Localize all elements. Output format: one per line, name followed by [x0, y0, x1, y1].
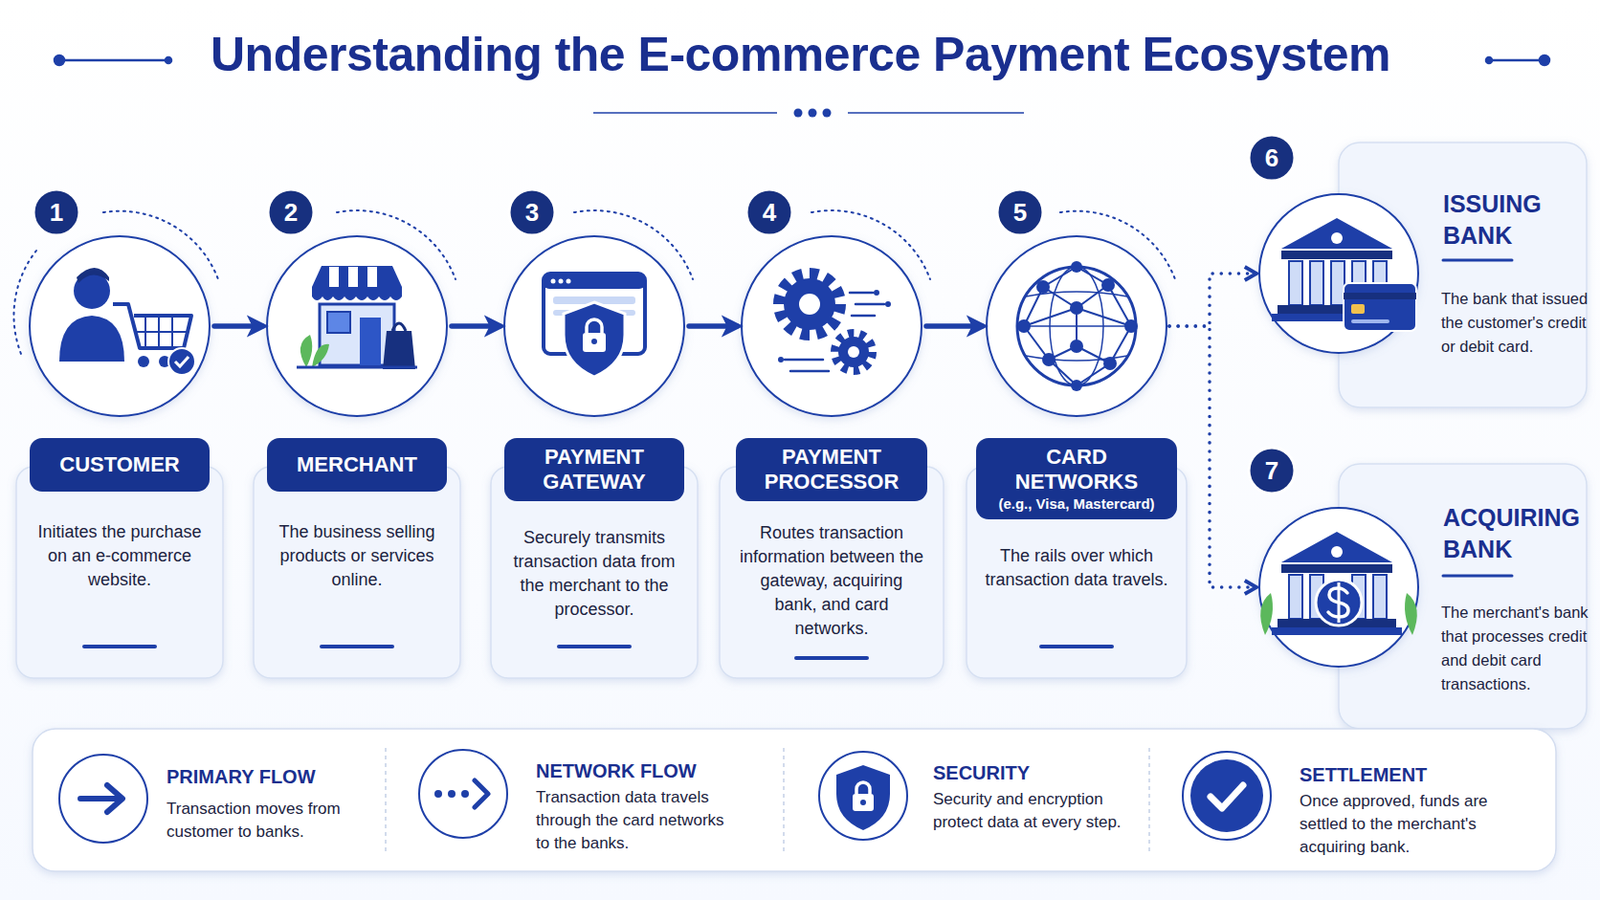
- legend-heading: SETTLEMENT: [1299, 764, 1427, 787]
- step-heading: PAYMENT PROCESSOR: [743, 444, 920, 495]
- bank-icon: [1271, 218, 1417, 332]
- step-description: Routes transaction information between t…: [726, 521, 937, 642]
- step-heading: MERCHANT: [296, 452, 418, 478]
- callout-number: 1: [34, 190, 79, 235]
- legend-band: [32, 729, 1556, 872]
- legend-dividers: [385, 748, 1150, 854]
- callout-number: 2: [268, 190, 313, 235]
- step-label-pill: PAYMENT GATEWAY: [504, 438, 685, 502]
- icon-circles: [29, 194, 1419, 667]
- callout-number: 5: [998, 190, 1043, 235]
- legend-note: Security and encryption protect data at …: [933, 788, 1139, 835]
- callout-number: 7: [1249, 448, 1294, 493]
- gateway-icon: [543, 273, 645, 378]
- bank-card: ISSUING BANKThe bank that issued the cus…: [1259, 145, 1585, 410]
- primary-flow-arrow: [451, 323, 500, 330]
- callout-number: 3: [510, 190, 555, 235]
- callout-number: 6: [1249, 135, 1294, 180]
- legend-note: Transaction moves from customer to banks…: [166, 798, 373, 845]
- legend-heading: PRIMARY FLOW: [166, 766, 316, 789]
- step-column: CARD NETWORKS(e.g., Visa, Mastercard) The…: [966, 235, 1187, 680]
- step-label-pill: CARD NETWORKS(e.g., Visa, Mastercard): [976, 438, 1178, 520]
- step-column: PAYMENT GATEWAY Securely transmits transa…: [484, 235, 705, 680]
- legend-heading: NETWORK FLOW: [535, 760, 697, 783]
- primary-flow-arrow: [926, 323, 982, 330]
- bank-icon: [1260, 532, 1418, 636]
- legend-note: Once approved, funds are settled to the …: [1299, 790, 1506, 860]
- step-heading: CUSTOMER: [59, 452, 180, 478]
- step-label-pill: CUSTOMER: [29, 438, 210, 492]
- step-label-pill: MERCHANT: [266, 438, 447, 492]
- bank-heading: ACQUIRING BANK: [1443, 502, 1587, 566]
- primary-flow-arrow: [214, 323, 263, 330]
- step-column: PAYMENT PROCESSOR Routes transaction info…: [721, 235, 942, 680]
- network-globe-icon: [1017, 261, 1138, 392]
- store-icon: [296, 266, 418, 370]
- step-label-pill: PAYMENT PROCESSOR: [735, 438, 928, 502]
- callout-number: 4: [747, 190, 792, 235]
- step-description: The business selling products or service…: [261, 520, 453, 593]
- step-description: Securely transmits transaction data from…: [498, 526, 690, 623]
- step-description: The rails over which transaction data tr…: [973, 544, 1180, 593]
- bank-heading: ISSUING BANK: [1443, 188, 1587, 252]
- diagram-title: Understanding the E-commerce Payment Eco…: [210, 26, 1391, 83]
- step-column: MERCHANT The business selling products or…: [246, 235, 467, 680]
- step-heading: CARD NETWORKS: [983, 444, 1170, 495]
- bank-description: The merchant's bank that processes credi…: [1441, 600, 1591, 697]
- legend-heading: SECURITY: [933, 762, 1030, 785]
- network-flow-connector: [1169, 326, 1257, 588]
- customer-icon: [59, 267, 196, 376]
- step-column: CUSTOMER Initiates the purchase on an e-c…: [9, 235, 230, 680]
- legend-note: Transaction data travels through the car…: [535, 786, 742, 856]
- step-heading: PAYMENT GATEWAY: [511, 444, 677, 495]
- network-flow-connector: [1169, 273, 1257, 327]
- bank-description: The bank that issued the customer's cred…: [1441, 287, 1591, 359]
- step-subheading: (e.g., Visa, Mastercard): [998, 494, 1155, 513]
- step-panels: [16, 142, 1587, 730]
- gears-icon: [777, 274, 891, 372]
- bank-card: ACQUIRING BANKThe merchant's bank that p…: [1259, 459, 1585, 724]
- step-description: Initiates the purchase on an e-commerce …: [23, 520, 216, 593]
- primary-flow-arrow: [688, 323, 737, 330]
